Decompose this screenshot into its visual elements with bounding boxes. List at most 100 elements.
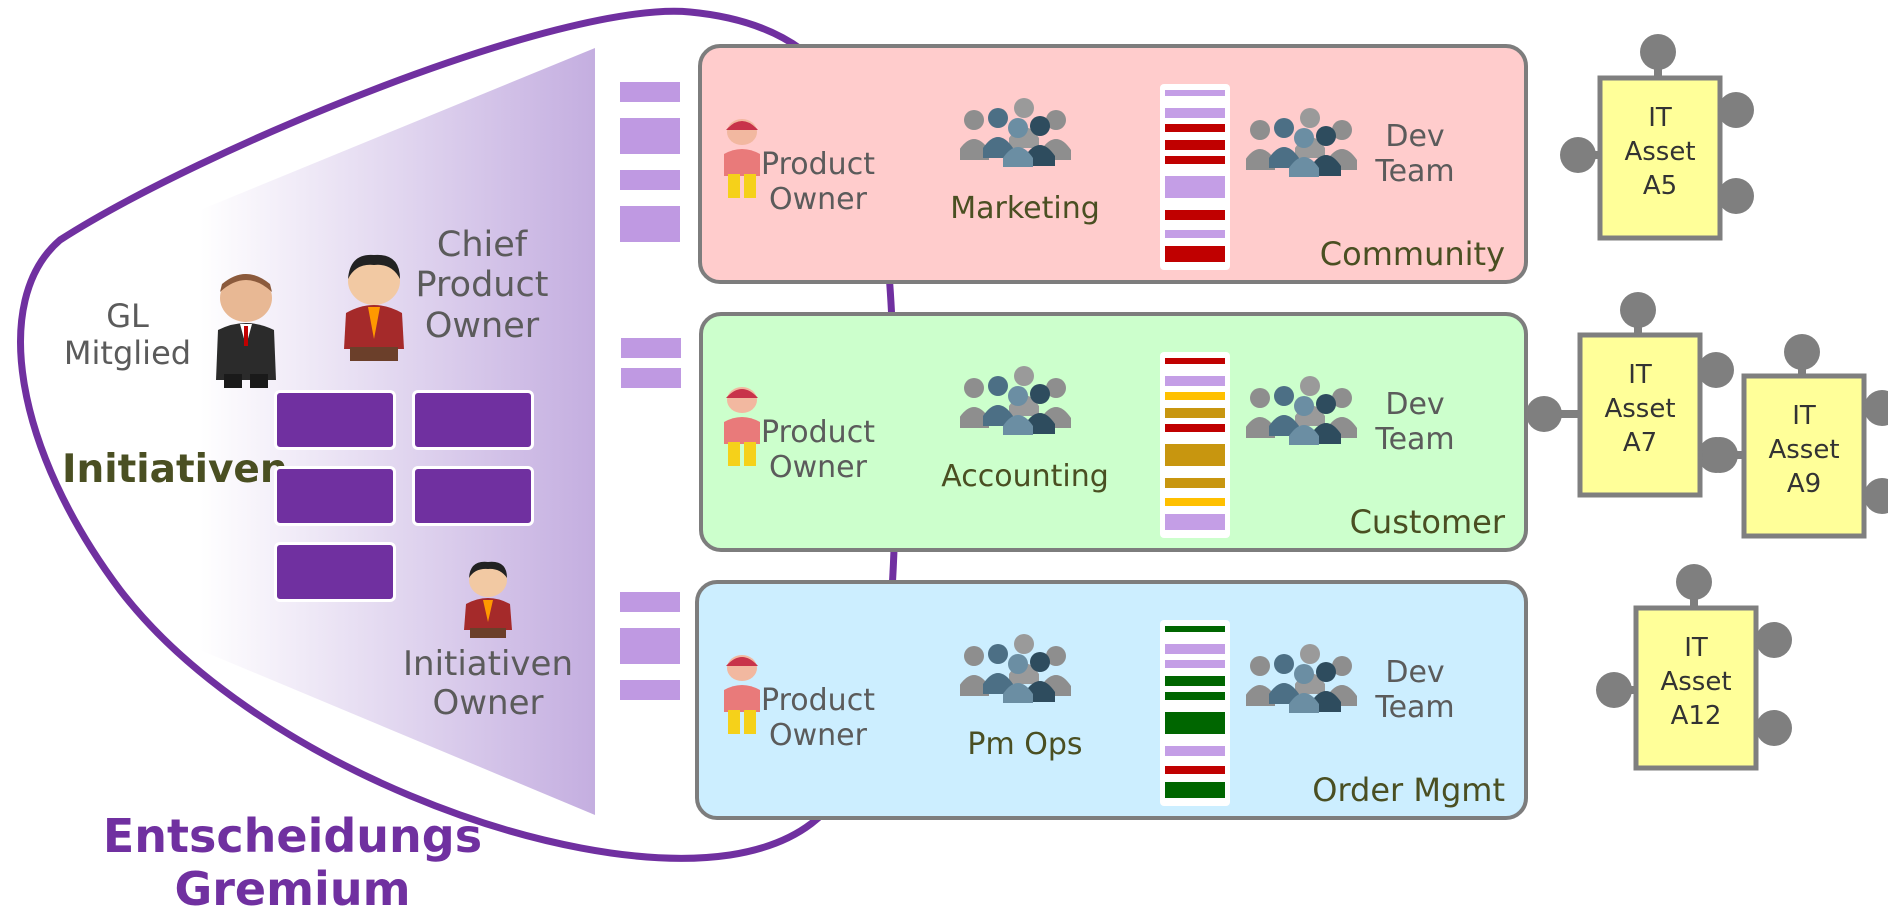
backlog-item	[1165, 424, 1225, 432]
stream-name-label: Order Mgmt	[1312, 771, 1505, 809]
backlog-item	[1165, 478, 1225, 488]
initiative-block[interactable]	[274, 466, 396, 526]
product-owner-label: Product Owner	[761, 147, 875, 217]
product-owner-icon	[724, 119, 760, 198]
backlog-item	[1165, 514, 1225, 530]
initiative-block[interactable]	[412, 390, 534, 450]
it-asset-box[interactable]	[1741, 373, 1867, 539]
mini-backlog-item	[621, 368, 681, 388]
dev-team-label: Dev Team	[1375, 387, 1455, 457]
value-stream-box	[698, 44, 1528, 284]
stream-backlog	[1160, 620, 1230, 806]
it-asset-box[interactable]	[1597, 75, 1723, 241]
business-team-icon	[960, 98, 1071, 167]
initiative-owner-person-icon	[464, 561, 512, 638]
backlog-item	[1165, 746, 1225, 756]
mini-backlog-item	[620, 592, 680, 612]
dev-team-icon	[1246, 376, 1357, 445]
asset-connector-knob	[1864, 478, 1888, 514]
dev-team-label: Dev Team	[1375, 119, 1455, 189]
asset-connector-knob	[1702, 437, 1738, 473]
business-team-icon	[960, 634, 1071, 703]
it-asset-box[interactable]	[1577, 332, 1703, 498]
backlog-item	[1165, 498, 1225, 506]
dev-team-label: Dev Team	[1375, 655, 1455, 725]
backlog-item	[1165, 246, 1225, 262]
business-team-icon	[960, 366, 1071, 435]
backlog-item	[1165, 444, 1225, 466]
it-asset-box[interactable]	[1633, 605, 1759, 771]
backlog-item	[1165, 124, 1225, 132]
asset-connector-knob	[1718, 92, 1754, 128]
backlog-item	[1165, 230, 1225, 238]
asset-connector-knob	[1526, 396, 1562, 432]
backlog-item	[1165, 210, 1225, 220]
backlog-item	[1165, 156, 1225, 164]
backlog-item	[1165, 766, 1225, 774]
mini-backlog-item	[620, 628, 680, 664]
asset-connector-knob	[1756, 622, 1792, 658]
dev-team-icon	[1246, 644, 1357, 713]
business-unit-label: Pm Ops	[967, 727, 1083, 762]
backlog-item	[1165, 676, 1225, 686]
product-owner-label: Product Owner	[761, 683, 875, 753]
asset-connector-knob	[1718, 178, 1754, 214]
backlog-item	[1165, 782, 1225, 798]
mini-backlog-item	[620, 118, 680, 154]
asset-connector-knob	[1864, 390, 1888, 426]
business-unit-label: Marketing	[950, 191, 1100, 226]
backlog-item	[1165, 376, 1225, 386]
mini-backlog-item	[620, 206, 680, 242]
backlog-item	[1165, 176, 1225, 198]
backlog-item	[1165, 692, 1225, 700]
backlog-item	[1165, 408, 1225, 418]
chief-po-person-icon	[344, 254, 404, 361]
product-owner-icon	[724, 655, 760, 734]
stream-name-label: Customer	[1349, 503, 1505, 541]
backlog-item	[1165, 660, 1225, 668]
mini-backlog-item	[620, 82, 680, 102]
asset-connector-knob	[1596, 672, 1632, 708]
stream-backlog	[1160, 352, 1230, 538]
mini-backlog-item	[620, 680, 680, 700]
stream-name-label: Community	[1319, 235, 1505, 273]
gl-member-label: GL Mitglied	[63, 297, 192, 372]
initiative-owner-label: Initiativen Owner	[403, 644, 573, 724]
asset-connector-knob	[1784, 334, 1820, 370]
backlog-item	[1165, 90, 1225, 96]
asset-connector-knob	[1676, 564, 1712, 600]
asset-connector-knob	[1640, 34, 1676, 70]
asset-connector-knob	[1698, 352, 1734, 388]
asset-connector-knob	[1620, 292, 1656, 328]
asset-connector-knob	[1756, 710, 1792, 746]
business-unit-label: Accounting	[941, 459, 1109, 494]
product-owner-icon	[724, 387, 760, 466]
asset-connector-knob	[1560, 137, 1596, 173]
initiative-block[interactable]	[412, 466, 534, 526]
backlog-item	[1165, 108, 1225, 118]
value-stream-box	[699, 312, 1528, 552]
stream-backlog	[1160, 84, 1230, 270]
initiative-block[interactable]	[274, 542, 396, 602]
backlog-item	[1165, 712, 1225, 734]
product-owner-label: Product Owner	[761, 415, 875, 485]
mini-backlog-item	[621, 338, 681, 358]
board-label: Entscheidungs Gremium	[102, 809, 483, 916]
initiative-block[interactable]	[274, 390, 396, 450]
backlog-item	[1165, 358, 1225, 364]
gl-member-person-icon	[216, 274, 276, 388]
backlog-item	[1165, 392, 1225, 400]
backlog-item	[1165, 626, 1225, 632]
initiatives-title: Initiativen	[62, 447, 288, 492]
mini-backlog-item	[620, 170, 680, 190]
backlog-item	[1165, 644, 1225, 654]
chief-po-label: Chief Product Owner	[415, 225, 549, 346]
backlog-item	[1165, 140, 1225, 150]
dev-team-icon	[1246, 108, 1357, 177]
value-stream-box	[695, 580, 1528, 820]
